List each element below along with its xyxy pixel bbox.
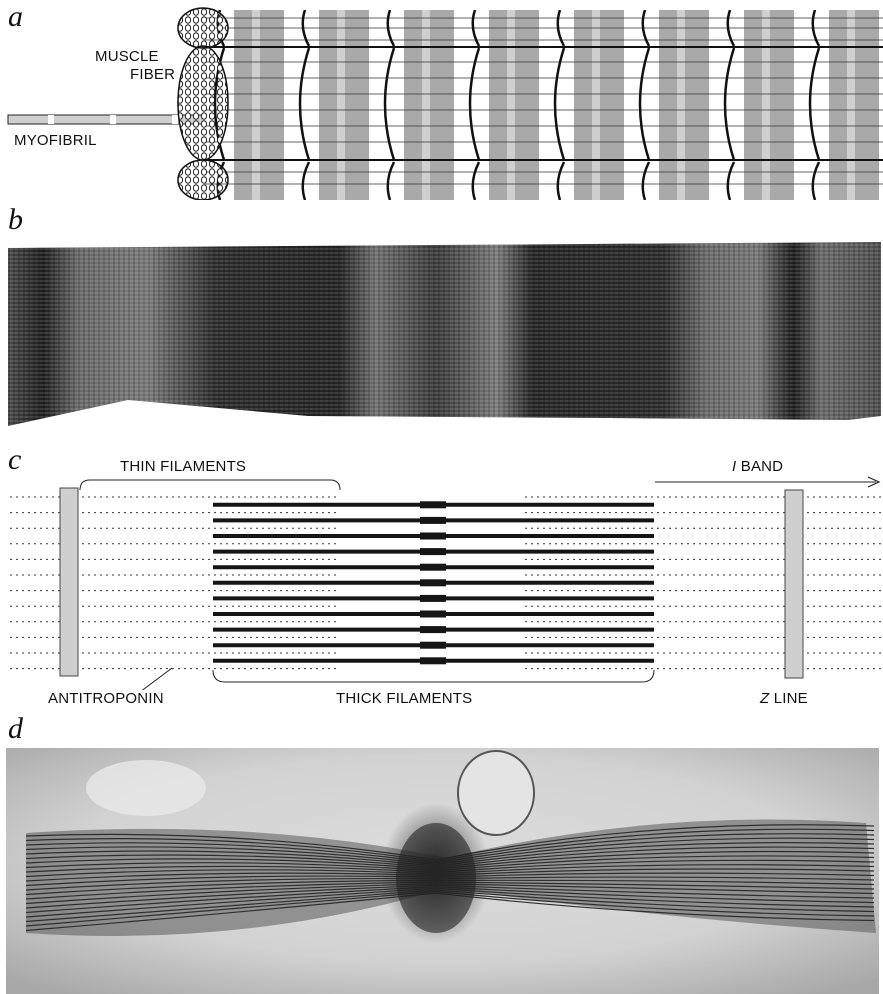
fiber-end-top	[178, 8, 228, 48]
m-line-segment	[420, 533, 446, 540]
m-line-segment	[420, 626, 446, 633]
muscle-fiber-illustration	[0, 0, 883, 200]
electron-micrograph-sarcomere	[8, 240, 881, 428]
m-line-segment	[420, 548, 446, 555]
h-zone	[422, 10, 430, 200]
z-line-right	[785, 490, 803, 678]
h-zone	[592, 10, 600, 200]
m-line-segment	[420, 564, 446, 571]
m-line-segment	[420, 611, 446, 618]
z-line-label-text: LINE	[769, 690, 808, 707]
m-line-segment	[420, 517, 446, 524]
h-zone	[677, 10, 685, 200]
h-zone	[337, 10, 345, 200]
electron-micrograph-thick-filament-bundle	[6, 748, 879, 994]
fiber-end-middle	[178, 46, 228, 160]
m-line-segment	[420, 595, 446, 602]
thick-filaments-bracket	[213, 670, 654, 682]
thin-filaments-bracket	[80, 480, 340, 490]
thick-filaments-label: THICK FILAMENTS	[336, 690, 472, 707]
antitroponin-label: ANTITROPONIN	[48, 690, 164, 707]
h-zone	[762, 10, 770, 200]
fiber-end-bottom	[178, 160, 228, 200]
m-line-segment	[420, 579, 446, 586]
sarcomere-diagram	[0, 470, 883, 690]
h-zone	[252, 10, 260, 200]
m-line-segment	[420, 642, 446, 649]
panel-letter-b: b	[8, 205, 23, 235]
z-line-label: Z LINE	[760, 690, 808, 707]
z-line-label-italic: Z	[760, 690, 769, 707]
h-zone	[847, 10, 855, 200]
panel-letter-d: d	[8, 714, 23, 744]
z-line-left	[60, 488, 78, 676]
m-line-segment	[420, 657, 446, 664]
m-line-segment	[420, 501, 446, 508]
h-zone	[507, 10, 515, 200]
antitroponin-pointer	[140, 668, 172, 690]
